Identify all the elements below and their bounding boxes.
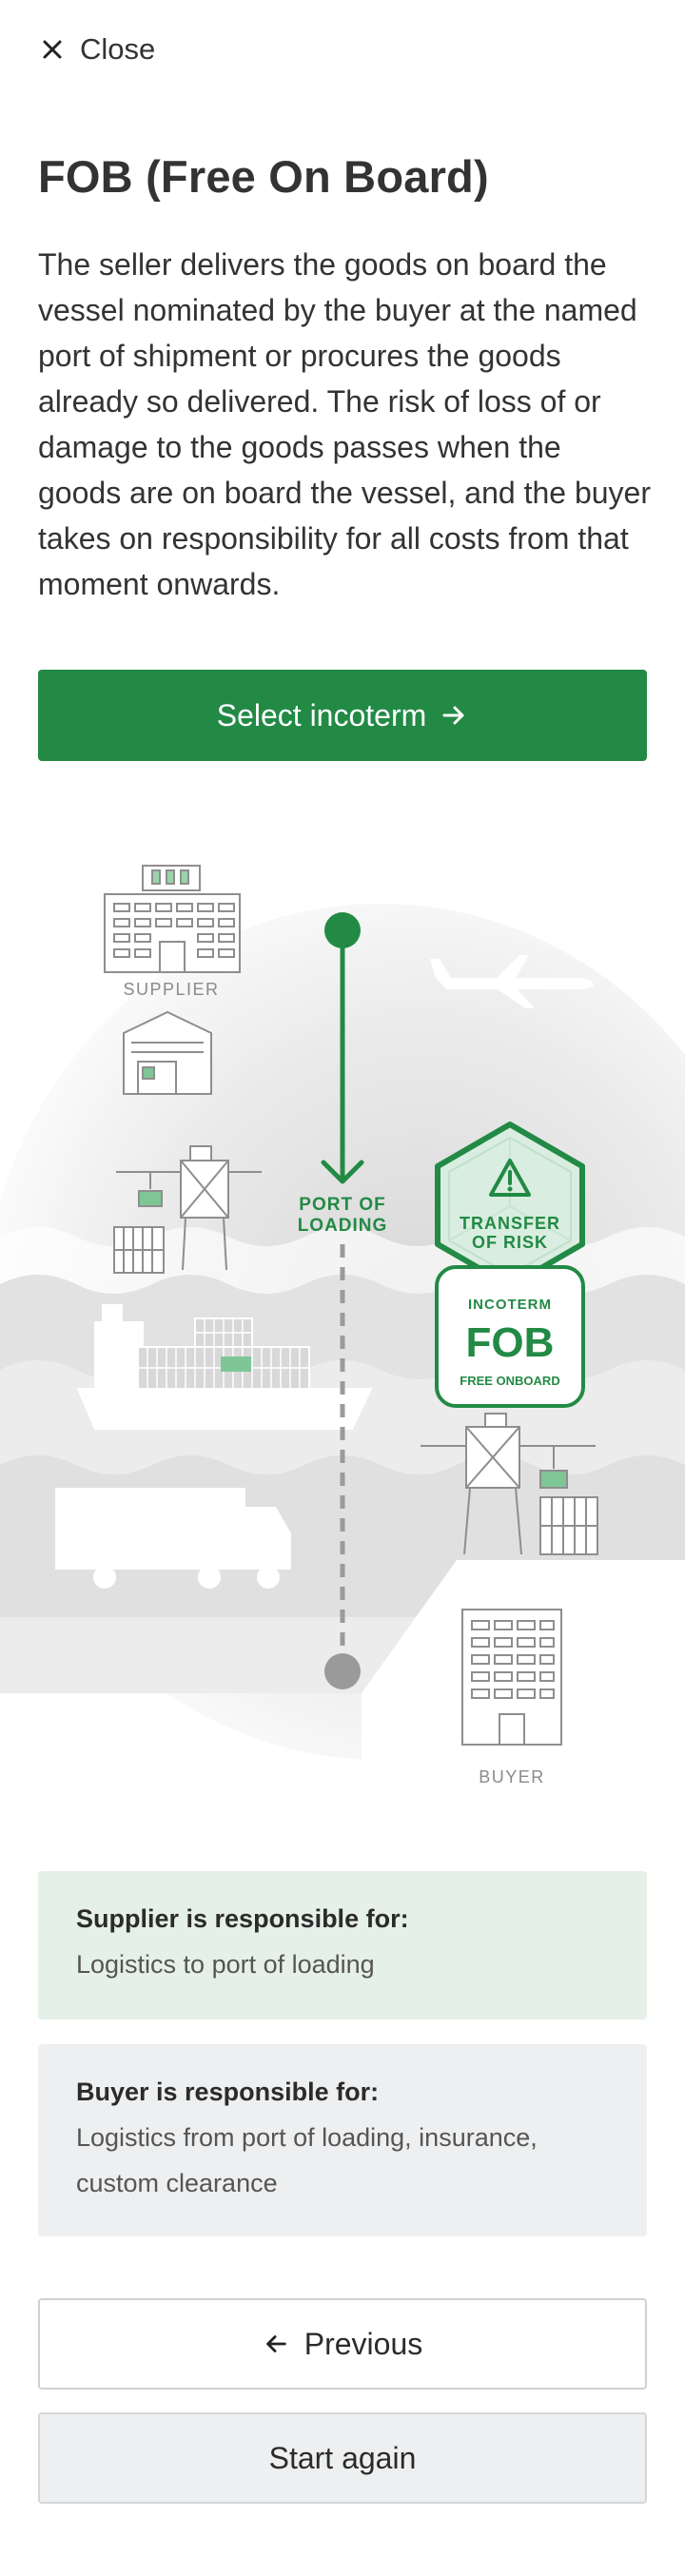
select-incoterm-button[interactable]: Select incoterm <box>38 670 647 761</box>
supplier-building-icon <box>104 865 241 973</box>
buyer-card-text: Logistics from port of loading, insuranc… <box>76 2123 538 2197</box>
incoterm-description: The seller delivers the goods on board t… <box>38 247 651 601</box>
close-button[interactable]: Close <box>38 32 155 67</box>
supplier-label: SUPPLIER <box>123 980 219 999</box>
buyer-building-icon <box>461 1609 562 1746</box>
transfer-of-risk-label-2: OF RISK <box>472 1233 548 1252</box>
supplier-responsibility-card: Supplier is responsible for: Logistics t… <box>38 1871 647 2020</box>
incoterm-label: INCOTERM <box>468 1297 552 1313</box>
start-again-button[interactable]: Start again <box>38 2412 647 2504</box>
arrow-left-icon <box>265 2335 286 2352</box>
warehouse-icon <box>123 1010 212 1095</box>
buyer-label: BUYER <box>479 1767 545 1786</box>
close-label: Close <box>80 32 156 66</box>
buyer-responsibility-card: Buyer is responsible for: Logistics from… <box>38 2044 647 2236</box>
supplier-card-text: Logistics to port of loading <box>76 1950 375 1979</box>
start-again-label: Start again <box>268 2440 417 2475</box>
port-of-loading-label-2: LOADING <box>298 1216 388 1236</box>
previous-button[interactable]: Previous <box>38 2298 647 2390</box>
route-line <box>321 912 364 1689</box>
buyer-card-title: Buyer is responsible for: <box>76 2078 380 2106</box>
incoterm-full-name: FREE ONBOARD <box>460 1374 559 1388</box>
previous-label: Previous <box>303 2326 423 2361</box>
close-icon <box>43 40 62 59</box>
truck-icon <box>55 1488 291 1589</box>
cargo-ship-icon <box>76 1304 373 1430</box>
select-incoterm-label: Select incoterm <box>216 697 427 732</box>
transfer-of-risk-label-1: TRANSFER <box>460 1214 560 1233</box>
port-crane-icon <box>113 1145 262 1274</box>
port-crane-right-icon <box>421 1413 598 1555</box>
page-title: FOB (Free On Board) <box>38 151 489 202</box>
port-of-loading-label-1: PORT OF <box>299 1195 385 1215</box>
fob-illustration: SUPPLIER <box>0 865 685 1807</box>
incoterm-code: FOB <box>466 1319 555 1366</box>
incoterm-badge <box>435 1265 585 1408</box>
airplane-icon <box>430 955 594 1008</box>
warning-icon <box>489 1159 531 1197</box>
arrow-right-icon <box>442 706 464 725</box>
supplier-card-title: Supplier is responsible for: <box>76 1904 409 1933</box>
